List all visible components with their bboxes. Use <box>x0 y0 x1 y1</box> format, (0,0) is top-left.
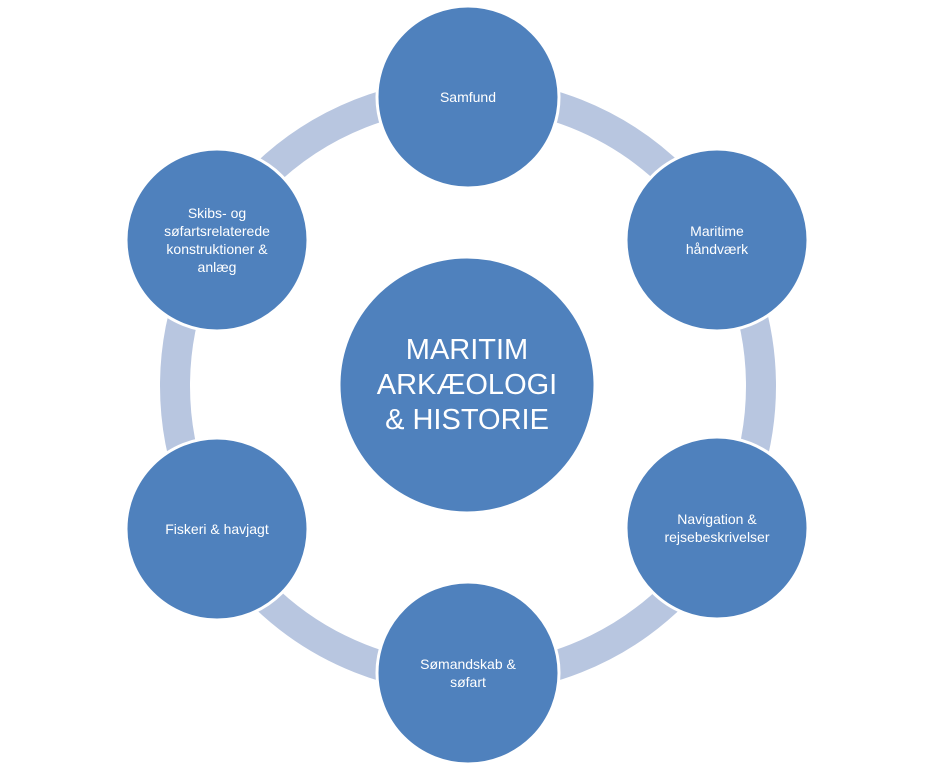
node-label-soemandskab: Sømandskab & søfart <box>420 656 516 690</box>
node-label-fiskeri: Fiskeri & havjagt <box>165 521 269 537</box>
node-navigation-circle <box>624 435 810 621</box>
center-circle <box>337 255 597 515</box>
node-soemandskab-circle <box>375 580 561 766</box>
node-label-samfund: Samfund <box>439 89 497 105</box>
node-label-maritime-haandvaerk: Maritime håndværk <box>685 223 749 257</box>
node-label-skibs: Skibs- og søfartsrelaterede konstruktion… <box>164 205 270 275</box>
node-maritime-haandvaerk-circle <box>624 147 810 333</box>
node-samfund-circle <box>375 4 561 190</box>
center-title: MARITIM ARKÆOLOGI & HISTORIE <box>376 333 558 436</box>
node-skibs-circle <box>124 147 310 333</box>
node-fiskeri-circle <box>124 436 310 622</box>
node-label-navigation: Navigation & rejsebeskrivelser <box>664 511 770 545</box>
